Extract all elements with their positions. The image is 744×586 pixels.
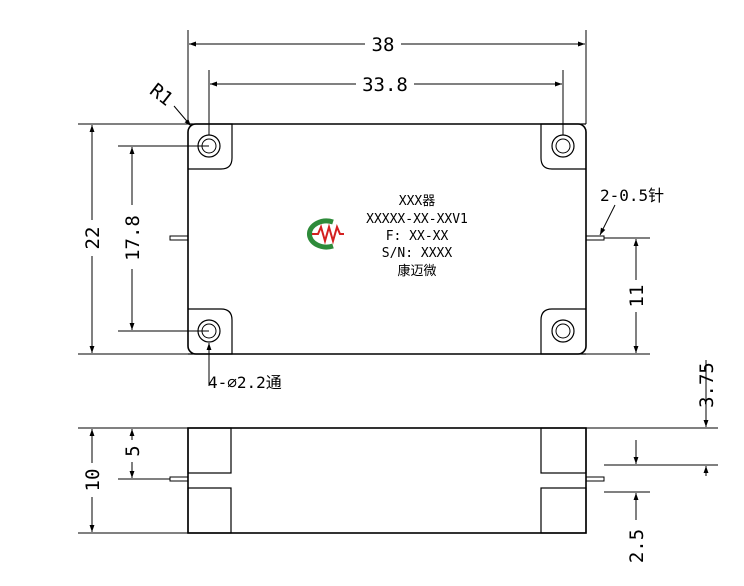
corner-pad-tl — [188, 123, 233, 170]
mounting-hole-br-inner — [555, 323, 571, 339]
dim-pin-height: 11 — [626, 285, 648, 308]
side-pin-left — [169, 476, 189, 482]
corner-pad-tr — [540, 123, 586, 170]
pin-right — [585, 235, 605, 241]
dim-overall-width: 22 — [82, 227, 104, 250]
mounting-hole-tr-inner — [555, 138, 571, 154]
dim-hole-spacing-y: 17.8 — [122, 215, 144, 261]
side-pin-right — [585, 476, 605, 482]
dim-corner-radius: R1 — [145, 79, 177, 110]
dim-overall-length: 38 — [372, 34, 395, 56]
side-view-dimensions: 10 5 3.75 2.5 — [78, 360, 718, 563]
leader-pin-spec — [599, 204, 616, 236]
brand-logo-icon — [306, 218, 344, 250]
label-line-1: XXX器 — [399, 194, 435, 209]
side-pad-right-bottom — [540, 487, 587, 534]
label-line-3: F: XX-XX — [386, 229, 449, 244]
leader-r1 — [173, 105, 192, 127]
dim-pin-offset: 2.5 — [626, 529, 648, 563]
dim-half-thickness: 5 — [122, 445, 144, 456]
side-view — [169, 427, 605, 534]
corner-pad-bl — [188, 308, 233, 355]
dim-thickness: 10 — [82, 469, 104, 492]
pin-left — [169, 235, 189, 241]
dim-hole-spec: 4-⌀2.2通 — [208, 373, 282, 392]
dim-pin-spec: 2-0.5针 — [600, 186, 664, 205]
top-view: XXX器 XXXXX-XX-XXV1 F: XX-XX S/N: XXXX 康迈… — [169, 123, 605, 355]
side-pad-left-top — [187, 427, 232, 474]
label-line-2: XXXXX-XX-XXV1 — [366, 212, 468, 227]
corner-pad-br — [540, 308, 586, 355]
mounting-hole-br — [551, 319, 575, 343]
dim-hole-spacing-x: 33.8 — [362, 74, 408, 96]
top-view-dimensions: 38 33.8 R1 22 17.8 11 2-0.5针 4-⌀2.2 — [78, 30, 664, 392]
side-body-outline — [187, 427, 587, 534]
side-pad-left-bottom — [187, 487, 232, 534]
side-pad-right-top — [540, 427, 587, 474]
label-line-4: S/N: XXXX — [382, 246, 453, 261]
dim-top-offset: 3.75 — [696, 362, 718, 408]
label-line-5: 康迈微 — [397, 263, 436, 279]
